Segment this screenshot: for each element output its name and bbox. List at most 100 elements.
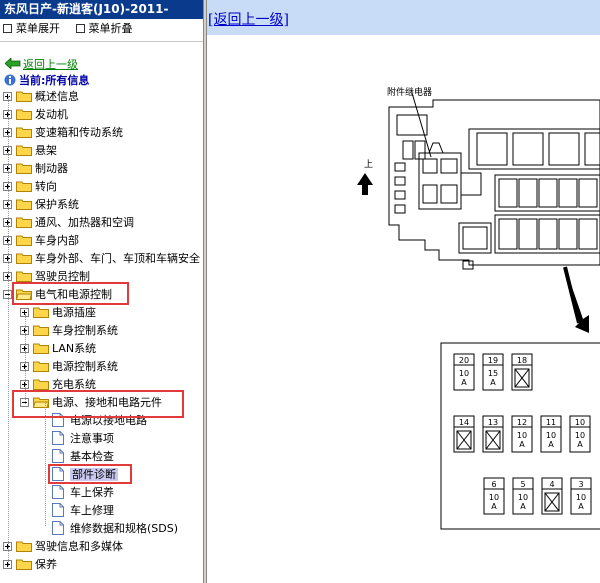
- tree-leaf[interactable]: 注意事项: [52, 430, 114, 447]
- up-label: 上: [364, 159, 373, 170]
- fuse-number: 19: [488, 356, 498, 365]
- expand-toggle-icon[interactable]: [3, 254, 12, 263]
- folder-icon: [16, 163, 32, 174]
- collapse-toggle-icon[interactable]: [20, 398, 29, 407]
- folder-icon: [16, 235, 32, 246]
- expand-toggle-icon[interactable]: [3, 164, 12, 173]
- tree-leaf[interactable]: 基本检查: [52, 448, 114, 465]
- collapse-menu-button[interactable]: 菜单折叠: [75, 22, 133, 35]
- tree-subitem[interactable]: 车身控制系统: [20, 322, 118, 339]
- fuse-unit: A: [519, 440, 525, 449]
- back-link[interactable]: 返回上一级: [5, 56, 78, 72]
- folder-icon: [16, 109, 32, 120]
- collapse-toggle-icon[interactable]: [3, 290, 12, 299]
- expand-toggle-icon[interactable]: [20, 344, 29, 353]
- tree-leaf[interactable]: 车上修理: [52, 502, 114, 519]
- expand-toggle-icon[interactable]: [20, 326, 29, 335]
- document-icon: [52, 431, 64, 445]
- expand-menu-button[interactable]: 菜单展开: [3, 22, 60, 35]
- tree-item[interactable]: 电气和电源控制: [3, 286, 112, 303]
- expand-toggle-icon[interactable]: [20, 362, 29, 371]
- tree-item[interactable]: 车身外部、车门、车顶和车辆安全: [3, 250, 200, 267]
- tree-item[interactable]: 变速箱和传动系统: [3, 124, 123, 141]
- folder-icon: [16, 217, 32, 228]
- tree-subitem[interactable]: 电源控制系统: [20, 358, 118, 375]
- fuse-unit: A: [490, 378, 496, 387]
- expand-toggle-icon[interactable]: [3, 200, 12, 209]
- expand-toggle-icon[interactable]: [20, 380, 29, 389]
- folder-icon: [16, 181, 32, 192]
- expand-toggle-icon[interactable]: [3, 542, 12, 551]
- folder-icon: [33, 325, 49, 336]
- tree-leaf[interactable]: 车上保养: [52, 484, 114, 501]
- folder-icon: [16, 127, 32, 138]
- expand-toggle-icon[interactable]: [3, 560, 12, 569]
- expand-toggle-icon[interactable]: [3, 272, 12, 281]
- tree-subitem[interactable]: 电源插座: [20, 304, 96, 321]
- fuse-unit: A: [548, 440, 554, 449]
- expand-icon: [3, 24, 12, 33]
- tree-item[interactable]: 发动机: [3, 106, 68, 123]
- fuse-number: 12: [517, 418, 527, 427]
- expand-toggle-icon[interactable]: [20, 308, 29, 317]
- folder-icon: [16, 271, 32, 282]
- tree-item[interactable]: 车身内部: [3, 232, 79, 249]
- folder-icon: [33, 361, 49, 372]
- tree-connector: [45, 402, 46, 526]
- content-header: [返回上一级]: [207, 0, 600, 35]
- tree-item[interactable]: 制动器: [3, 160, 68, 177]
- app-title: 东风日产-新逍客(J10)-2011-: [0, 0, 203, 19]
- tree-subitem[interactable]: LAN系统: [20, 340, 96, 357]
- tree-leaf[interactable]: 维修数据和规格(SDS): [52, 520, 178, 537]
- fuse-number: 13: [488, 418, 498, 427]
- tree-leaf-selected[interactable]: 部件诊断: [52, 466, 118, 483]
- folder-icon: [16, 541, 32, 552]
- fuse-amperage: 15: [488, 369, 498, 378]
- expand-toggle-icon[interactable]: [3, 110, 12, 119]
- tree-subitem[interactable]: 充电系统: [20, 376, 96, 393]
- tree-subitem[interactable]: 电源、接地和电路元件: [20, 394, 162, 411]
- expand-toggle-icon[interactable]: [3, 92, 12, 101]
- expand-toggle-icon[interactable]: [3, 236, 12, 245]
- fuse-number: 4: [549, 480, 554, 489]
- relay-label: 附件继电器: [387, 86, 432, 98]
- fuse-unit: A: [578, 502, 584, 511]
- tree-item[interactable]: 转向: [3, 178, 57, 195]
- fuse-amperage: 10: [459, 369, 469, 378]
- highlight-power-components: [12, 390, 184, 418]
- fuse-number: 6: [491, 480, 496, 489]
- folder-icon: [33, 343, 49, 354]
- fuse-slot: 14: [453, 415, 475, 453]
- tree-item[interactable]: 驾驶信息和多媒体: [3, 538, 123, 555]
- info-icon: [4, 74, 16, 86]
- tree-item[interactable]: 保养: [3, 556, 57, 573]
- expand-toggle-icon[interactable]: [3, 218, 12, 227]
- back-arrow-icon: [5, 58, 21, 69]
- tree-item[interactable]: 保护系统: [3, 196, 79, 213]
- tree-item[interactable]: 驾驶员控制: [3, 268, 90, 285]
- content-back-link[interactable]: [返回上一级]: [208, 12, 289, 28]
- frame-splitter[interactable]: [203, 0, 207, 583]
- tree-item[interactable]: 概述信息: [3, 88, 79, 105]
- content-frame: [返回上一级]: [207, 0, 600, 583]
- fuse-slot: 4: [541, 477, 563, 515]
- collapse-icon: [75, 24, 85, 33]
- fuse-number: 18: [517, 356, 527, 365]
- tree-connector: [25, 314, 26, 404]
- highlight-component-diagnosis: [48, 464, 132, 484]
- expand-toggle-icon[interactable]: [3, 182, 12, 191]
- fuse-amperage: 10: [576, 493, 586, 502]
- tree-item[interactable]: 悬架: [3, 142, 57, 159]
- expand-toggle-icon[interactable]: [3, 146, 12, 155]
- document-icon: [52, 521, 64, 535]
- expand-toggle-icon[interactable]: [3, 128, 12, 137]
- folder-icon: [16, 253, 32, 264]
- fuse-amperage: 10: [489, 493, 499, 502]
- tree-item[interactable]: 通风、加热器和空调: [3, 214, 134, 231]
- fuse-amperage: 10: [518, 493, 528, 502]
- folder-icon: [16, 559, 32, 570]
- fuse-amperage: 10: [575, 431, 585, 440]
